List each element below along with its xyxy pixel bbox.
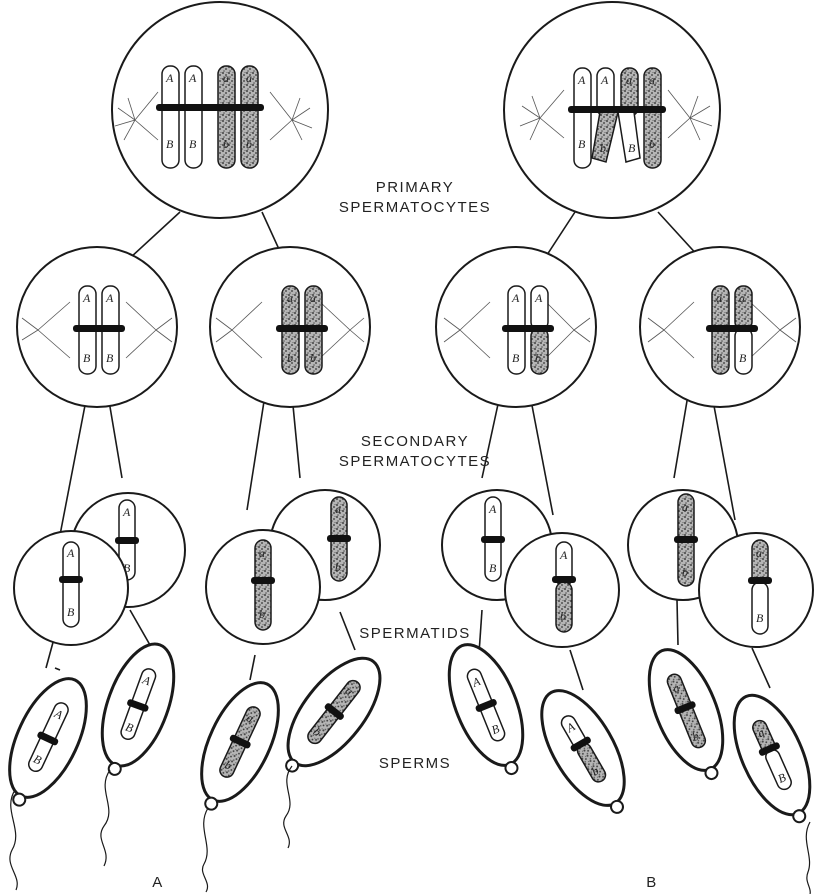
sperm-b2: A b [540,689,626,814]
gene-label: b [535,351,541,365]
gene-label: a [626,73,632,87]
spindle-aster-right [269,91,313,141]
sperm-a2: A B [100,642,176,776]
gene-label: a [739,291,745,305]
gene-label: A [577,73,586,87]
gene-label: b [310,351,316,365]
gene-label: A [559,548,568,562]
spermatid-a2: A B [13,530,129,646]
gene-label: b [222,758,233,773]
gene-label: b [690,729,701,744]
panel-label-b: B [646,874,658,891]
sperm-tail [805,821,811,894]
sperm-b4: a B [732,693,812,824]
spermatid-a4: a b [205,529,321,645]
gene-label: b [223,137,229,151]
gene-label: b [335,560,341,574]
label-secondary-line1: SECONDARY [361,433,469,450]
primary-spermatocyte-a: A A a a B B b b [111,1,329,219]
sperm-a1: A B [8,677,88,807]
gene-label: a [649,73,655,87]
gene-label: a [671,681,682,696]
gene-label: a [259,546,265,560]
gene-label: b [259,607,265,621]
gene-label: b [600,141,606,155]
spindle-aster-left [114,91,159,141]
secondary-spermatocyte-b2: a a b B [639,246,801,408]
gene-label: B [512,351,520,365]
gene-label: b [560,609,566,623]
gene-label: b [246,137,252,151]
spindle-aster-right [667,89,713,141]
sperm-b3: a b [647,648,725,781]
gene-label: A [511,291,520,305]
spermatid-b2: A b [504,532,620,648]
label-primary-line2: SPERMATOCYTES [339,199,491,216]
gene-label: B [756,611,764,625]
sperm-tail [202,807,209,893]
gene-label: B [628,141,636,155]
secondary-spermatocyte-a2: a a b b [209,246,371,408]
secondary-spermatocyte-b1: A A B b [435,246,597,408]
gene-label: b [716,351,722,365]
lineage-lines [45,211,771,691]
gene-label: B [83,351,91,365]
gene-label: A [122,505,131,519]
gene-label: B [123,561,131,575]
gene-label: B [489,561,497,575]
secondary-spermatocyte-a1: A A B B [16,246,178,408]
gene-label: a [287,291,293,305]
gene-label: b [287,351,293,365]
sperm-tail [100,769,111,867]
spermatid-b4: a B [698,532,814,648]
gene-label: A [66,546,75,560]
label-spermatids: SPERMATIDS [359,625,470,642]
spindle-aster-left [519,89,565,141]
label-sperms: SPERMS [379,755,451,772]
primary-spermatocyte-b: A A a a B b B b [503,1,721,219]
gene-label: a [335,502,341,516]
gene-label: a [244,710,255,725]
panel-label-a: A [152,874,164,891]
gene-label: a [756,546,762,560]
label-primary-line1: PRIMARY [376,179,455,196]
gene-label: B [106,351,114,365]
sperm-tail [9,789,18,891]
gene-label: a [310,291,316,305]
gene-label: B [739,351,747,365]
gene-label: a [682,500,688,514]
sperm-a4: a b [285,656,382,773]
gene-label: a [223,71,229,85]
sperm-a3: a b [200,681,280,811]
gene-label: B [578,137,586,151]
gene-label: A [188,71,197,85]
sperm-b1: A B [447,643,525,776]
gene-label: B [166,137,174,151]
gene-label: a [755,725,766,740]
gene-label: b [682,565,688,579]
gene-label: a [716,291,722,305]
gene-label: A [82,291,91,305]
gene-label: A [534,291,543,305]
gene-label: A [105,291,114,305]
gene-label: A [488,502,497,516]
gene-label: a [246,71,252,85]
gene-label: b [649,137,655,151]
label-secondary-line2: SPERMATOCYTES [339,453,491,470]
gene-label: B [67,605,75,619]
gene-label: A [165,71,174,85]
sperm-tail [283,765,293,849]
gene-label: A [600,73,609,87]
gene-label: B [189,137,197,151]
